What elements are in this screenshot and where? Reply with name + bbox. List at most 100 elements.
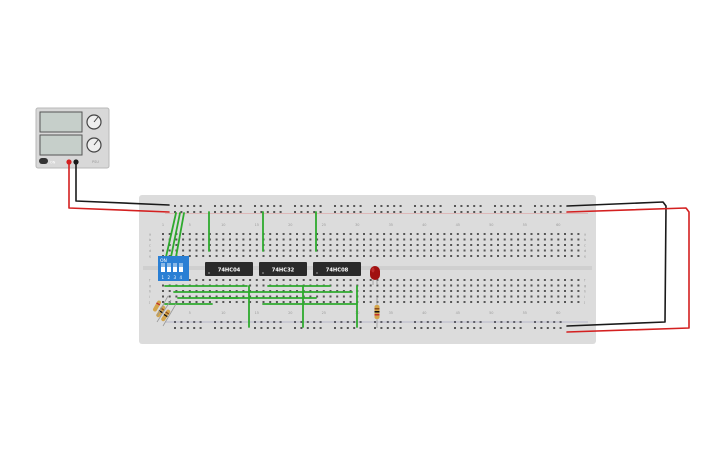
breadboard-hole[interactable] [296, 301, 298, 303]
breadboard-hole[interactable] [396, 290, 399, 292]
breadboard-hole[interactable] [430, 255, 432, 257]
breadboard-hole[interactable] [503, 284, 506, 287]
breadboard-hole[interactable] [416, 290, 419, 292]
breadboard-hole[interactable] [553, 211, 556, 213]
breadboard-hole[interactable] [363, 295, 365, 298]
breadboard-hole[interactable] [202, 255, 205, 257]
breadboard-hole[interactable] [577, 238, 580, 241]
breadboard-hole[interactable] [349, 244, 352, 246]
breadboard-hole[interactable] [510, 238, 513, 241]
breadboard-hole[interactable] [255, 233, 258, 235]
breadboard-hole[interactable] [202, 295, 205, 298]
breadboard-hole[interactable] [430, 295, 432, 298]
breadboard-hole[interactable] [229, 238, 231, 241]
breadboard-hole[interactable] [423, 284, 426, 287]
breadboard-hole[interactable] [409, 284, 412, 287]
breadboard-hole[interactable] [162, 295, 164, 298]
breadboard-hole[interactable] [537, 233, 540, 235]
breadboard-hole[interactable] [577, 244, 580, 246]
breadboard-hole[interactable] [537, 284, 540, 287]
wire-green-switch-2[interactable] [170, 212, 181, 258]
breadboard-hole[interactable] [242, 233, 245, 235]
breadboard-hole[interactable] [414, 211, 416, 213]
breadboard-hole[interactable] [229, 290, 231, 292]
breadboard-hole[interactable] [570, 233, 573, 235]
breadboard-hole[interactable] [497, 233, 499, 235]
breadboard-hole[interactable] [233, 327, 236, 329]
breadboard-hole[interactable] [180, 205, 183, 207]
breadboard-hole[interactable] [346, 205, 349, 207]
breadboard-hole[interactable] [363, 255, 365, 257]
breadboard-hole[interactable] [309, 255, 312, 257]
breadboard-hole[interactable] [289, 233, 292, 235]
breadboard-hole[interactable] [254, 205, 256, 207]
breadboard-hole[interactable] [423, 301, 426, 303]
breadboard-hole[interactable] [214, 327, 216, 329]
breadboard-hole[interactable] [269, 238, 272, 241]
breadboard-hole[interactable] [269, 290, 272, 292]
breadboard-hole[interactable] [356, 279, 359, 281]
breadboard-hole[interactable] [342, 233, 345, 235]
breadboard-hole[interactable] [420, 211, 423, 213]
breadboard-hole[interactable] [266, 327, 269, 329]
breadboard-hole[interactable] [369, 233, 372, 235]
breadboard-hole[interactable] [513, 211, 516, 213]
breadboard-hole[interactable] [316, 290, 319, 292]
breadboard-hole[interactable] [443, 233, 446, 235]
breadboard-hole[interactable] [430, 290, 432, 292]
breadboard-hole[interactable] [503, 295, 506, 298]
breadboard-hole[interactable] [193, 211, 196, 213]
breadboard-hole[interactable] [550, 238, 553, 241]
breadboard-hole[interactable] [329, 279, 332, 281]
breadboard-hole[interactable] [376, 244, 379, 246]
breadboard-hole[interactable] [500, 211, 503, 213]
breadboard-hole[interactable] [530, 233, 533, 235]
breadboard-hole[interactable] [215, 249, 218, 252]
breadboard-hole[interactable] [396, 284, 399, 287]
breadboard-hole[interactable] [316, 255, 319, 257]
breadboard-hole[interactable] [275, 255, 278, 257]
breadboard-hole[interactable] [403, 249, 406, 252]
breadboard-hole[interactable] [497, 244, 499, 246]
breadboard-hole[interactable] [342, 295, 345, 298]
breadboard-hole[interactable] [483, 255, 486, 257]
breadboard-hole[interactable] [510, 301, 513, 303]
breadboard-hole[interactable] [262, 301, 265, 303]
breadboard-hole[interactable] [483, 249, 486, 252]
breadboard-hole[interactable] [306, 211, 309, 213]
breadboard-hole[interactable] [380, 211, 383, 213]
breadboard-hole[interactable] [275, 249, 278, 252]
breadboard-hole[interactable] [450, 238, 453, 241]
breadboard-hole[interactable] [454, 205, 456, 207]
breadboard-hole[interactable] [262, 255, 265, 257]
breadboard-hole[interactable] [559, 211, 562, 213]
breadboard-hole[interactable] [463, 238, 466, 241]
breadboard-hole[interactable] [460, 327, 463, 329]
breadboard-hole[interactable] [389, 284, 392, 287]
chip-74hc32[interactable]: 74HC32 [259, 262, 307, 276]
breadboard-hole[interactable] [414, 205, 416, 207]
breadboard-hole[interactable] [302, 279, 305, 281]
breadboard-hole[interactable] [550, 295, 553, 298]
breadboard-hole[interactable] [376, 290, 379, 292]
breadboard-hole[interactable] [383, 233, 386, 235]
breadboard-hole[interactable] [537, 244, 540, 246]
breadboard-hole[interactable] [215, 233, 218, 235]
breadboard-hole[interactable] [329, 233, 332, 235]
breadboard-hole[interactable] [546, 205, 549, 207]
breadboard-hole[interactable] [269, 255, 272, 257]
breadboard-hole[interactable] [313, 211, 316, 213]
breadboard-hole[interactable] [517, 295, 520, 298]
breadboard-hole[interactable] [503, 238, 506, 241]
breadboard-hole[interactable] [557, 238, 560, 241]
breadboard-hole[interactable] [490, 249, 493, 252]
breadboard-hole[interactable] [309, 249, 312, 252]
breadboard-hole[interactable] [222, 233, 225, 235]
breadboard-hole[interactable] [523, 284, 526, 287]
breadboard-hole[interactable] [199, 327, 202, 329]
breadboard-hole[interactable] [517, 290, 520, 292]
breadboard-hole[interactable] [309, 301, 312, 303]
breadboard-hole[interactable] [188, 290, 191, 292]
breadboard-hole[interactable] [497, 295, 499, 298]
breadboard-hole[interactable] [300, 327, 303, 329]
